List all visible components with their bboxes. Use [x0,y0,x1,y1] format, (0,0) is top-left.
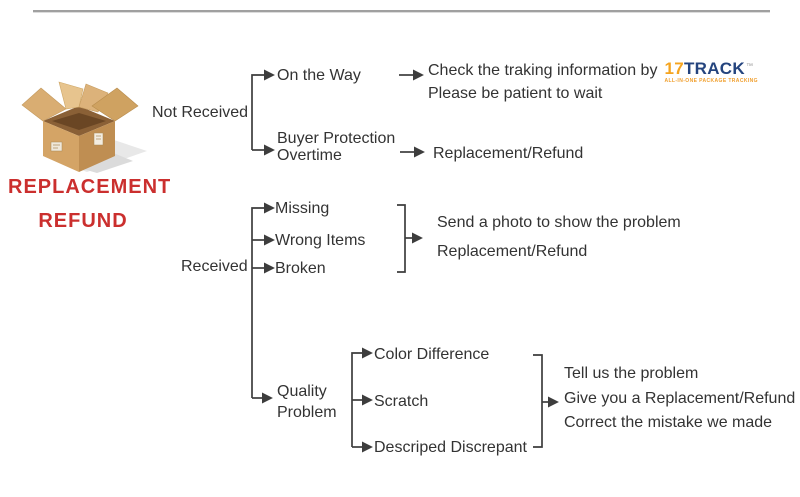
node-descriped-discrepant: Descriped Discrepant [374,439,527,456]
trademark-symbol: ™ [745,63,754,70]
node-replacement-refund-1: Replacement/Refund [433,145,584,162]
17track-logo: 17TRACK™ ALL-IN-ONE PACKAGE TRACKING [664,60,757,84]
node-quality-line1: Quality [277,383,327,400]
node-received: Received [181,258,248,275]
node-check-tracking: Check the traking information by 17TRACK… [428,60,758,84]
node-correct-mistake: Correct the mistake we made [564,414,773,431]
node-wrong-items: Wrong Items [275,232,366,249]
node-scratch: Scratch [374,393,429,410]
node-be-patient: Please be patient to wait [428,85,603,102]
check-tracking-text: Check the traking information by [428,62,658,79]
node-color-difference: Color Difference [374,346,490,363]
node-on-the-way: On the Way [277,67,361,84]
17track-tagline: ALL-IN-ONE PACKAGE TRACKING [664,78,758,84]
node-broken: Broken [275,260,326,277]
brand-title-refund: REFUND [38,210,128,232]
open-cardboard-box-icon [21,81,147,173]
node-send-photo: Send a photo to show the problem [437,214,681,231]
brand-title: REPLACEMENT REFUND [8,176,172,232]
node-replacement-refund-2: Replacement/Refund [437,243,588,260]
node-quality-line2: Problem [277,404,337,421]
node-not-received: Not Received [152,104,249,121]
17track-wordmark: 17TRACK™ [664,59,754,78]
node-missing: Missing [275,200,330,217]
top-divider-line [33,10,770,12]
node-buyer-protection-line1: Buyer Protection [277,130,396,147]
node-give-replacement-refund: Give you a Replacement/Refund [564,390,796,407]
brand-title-replacement: REPLACEMENT [8,176,172,198]
node-tell-us-problem: Tell us the problem [564,365,699,382]
node-buyer-protection-line2: Overtime [277,147,342,164]
